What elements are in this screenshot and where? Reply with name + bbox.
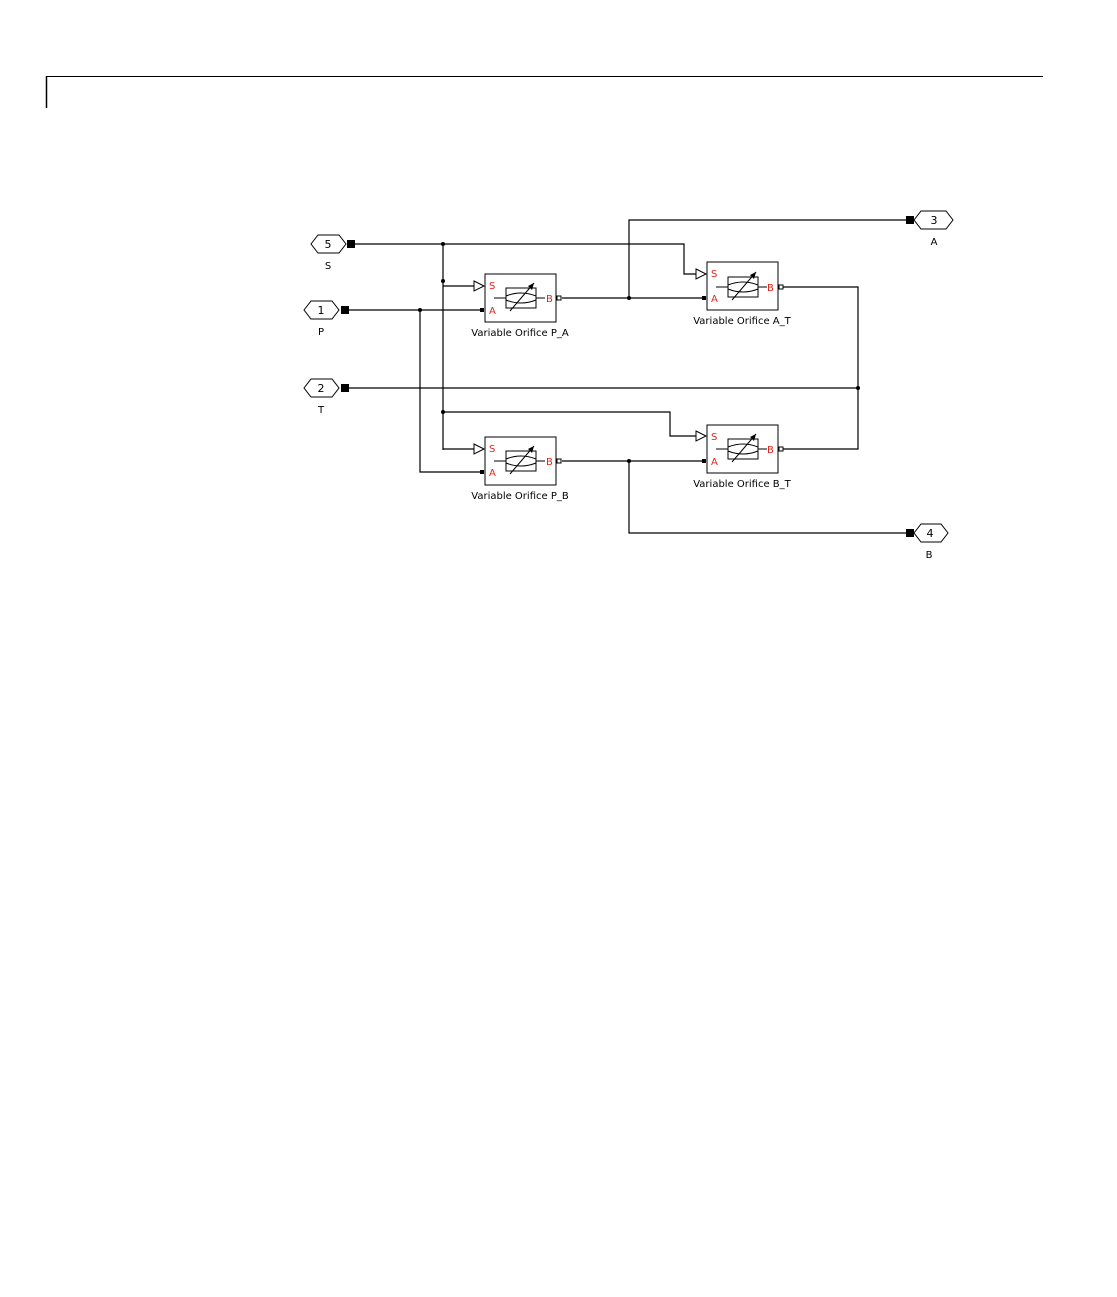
port-p-label: P bbox=[318, 327, 324, 338]
block-at-port-s: S bbox=[711, 269, 717, 280]
block-variable-orifice-pa[interactable]: S A B Variable Orifice P_A bbox=[471, 274, 569, 339]
port-a-connector bbox=[906, 216, 914, 224]
port-s[interactable]: 5 S bbox=[311, 235, 355, 272]
block-pa-name: Variable Orifice P_A bbox=[471, 328, 569, 339]
signal-input-arrow bbox=[696, 431, 706, 441]
block-bt-port-b: B bbox=[767, 445, 774, 456]
block-bt-port-a: A bbox=[711, 457, 718, 468]
signal-input-arrow bbox=[474, 444, 484, 454]
signal-input-arrow bbox=[696, 269, 706, 279]
block-pb-port-b: B bbox=[546, 457, 553, 468]
port-p-number: 1 bbox=[318, 304, 325, 317]
wire-s-to-pb bbox=[443, 412, 700, 436]
block-pa-port-s: S bbox=[489, 281, 495, 292]
port-t-connector bbox=[341, 384, 349, 392]
port-b-number: 4 bbox=[927, 527, 934, 540]
connection-lines bbox=[349, 220, 906, 533]
port-s-label: S bbox=[325, 261, 331, 272]
block-at-name: Variable Orifice A_T bbox=[693, 316, 791, 327]
port-p[interactable]: 1 P bbox=[304, 301, 349, 338]
block-pb-port-a: A bbox=[489, 468, 496, 479]
block-variable-orifice-bt[interactable]: S A B Variable Orifice B_T bbox=[693, 425, 791, 490]
block-bt-name: Variable Orifice B_T bbox=[693, 479, 791, 490]
block-pa-port-a: A bbox=[489, 306, 496, 317]
port-b-terminal bbox=[779, 285, 783, 289]
port-b[interactable]: 4 B bbox=[906, 524, 948, 561]
block-pb-name: Variable Orifice P_B bbox=[471, 491, 569, 502]
port-a-number: 3 bbox=[931, 214, 938, 227]
port-p-connector bbox=[341, 306, 349, 314]
block-variable-orifice-at[interactable]: S A B Variable Orifice A_T bbox=[693, 262, 791, 327]
port-t-label: T bbox=[317, 405, 325, 416]
port-b-terminal bbox=[779, 447, 783, 451]
port-b-terminal bbox=[557, 296, 561, 300]
port-a-label: A bbox=[931, 237, 938, 248]
block-pa-port-b: B bbox=[546, 294, 553, 305]
block-variable-orifice-pb[interactable]: S A B Variable Orifice P_B bbox=[471, 437, 569, 502]
block-at-port-a: A bbox=[711, 294, 718, 305]
wire-t-right bbox=[783, 287, 858, 449]
wire-s-bus bbox=[355, 244, 700, 274]
block-pb-port-s: S bbox=[489, 444, 495, 455]
block-at-port-b: B bbox=[767, 283, 774, 294]
page-header-rule bbox=[46, 76, 1043, 108]
port-a[interactable]: 3 A bbox=[906, 211, 953, 248]
port-a-terminal bbox=[480, 470, 484, 474]
port-t-number: 2 bbox=[318, 382, 325, 395]
port-s-number: 5 bbox=[325, 238, 332, 251]
port-b-connector bbox=[906, 529, 914, 537]
port-a-terminal bbox=[480, 308, 484, 312]
port-t[interactable]: 2 T bbox=[304, 379, 349, 416]
port-s-connector bbox=[347, 240, 355, 248]
junction-dots bbox=[418, 242, 860, 463]
block-bt-port-s: S bbox=[711, 432, 717, 443]
port-b-label: B bbox=[926, 550, 933, 561]
port-a-terminal bbox=[702, 459, 706, 463]
port-a-terminal bbox=[702, 296, 706, 300]
signal-input-arrow bbox=[474, 281, 484, 291]
port-b-terminal bbox=[557, 459, 561, 463]
